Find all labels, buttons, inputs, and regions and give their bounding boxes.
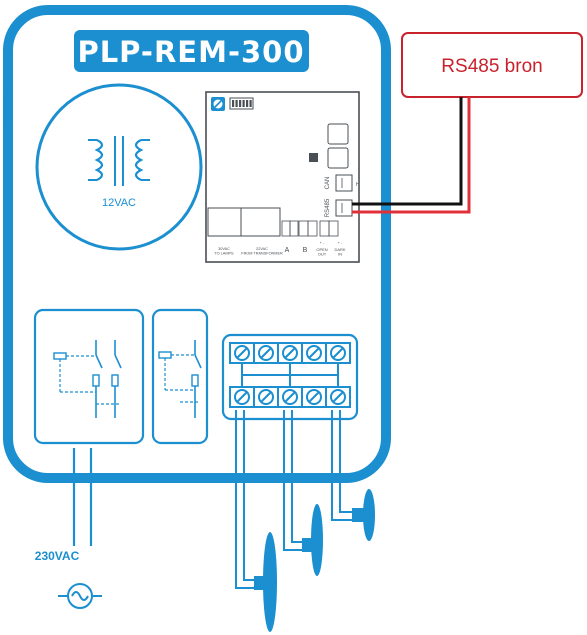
push-button-icon [302, 504, 323, 576]
terminal-block [221, 333, 359, 421]
push-button-icon [254, 532, 277, 632]
board-push-button [309, 153, 318, 162]
open-out-plus-minus: + - [320, 240, 325, 245]
dip-switch [229, 97, 254, 110]
relay-module [151, 308, 209, 445]
push-button-icon [352, 489, 375, 541]
mains-wires [72, 448, 93, 546]
device-title: PLP-REM-300 [77, 35, 304, 69]
terminal-b-label: B [303, 247, 308, 254]
rs485-wire-red [352, 97, 471, 214]
ac-sine-icon [58, 583, 102, 609]
circuit-breaker-module [33, 308, 145, 445]
device-enclosure [3, 5, 391, 483]
can-label: CAN [325, 177, 331, 190]
button-wires [235, 410, 352, 589]
transformer-label: 12VAC [102, 197, 136, 209]
can-connector [335, 174, 353, 192]
terminal-a-label: A [285, 247, 290, 254]
rs485-label: RS485 [325, 198, 331, 217]
device-title-banner [74, 30, 309, 72]
mains-label: 230VAC [35, 549, 80, 563]
transformer-icon [35, 83, 203, 251]
rs485-source-box [401, 32, 583, 98]
svg-text:H: H [356, 182, 360, 188]
rs485-wire-black [352, 97, 463, 206]
rs485-source-label: RS485 bron [441, 56, 542, 77]
dark-in-plus-minus: + - [338, 240, 343, 245]
rs485-connector [335, 199, 353, 217]
